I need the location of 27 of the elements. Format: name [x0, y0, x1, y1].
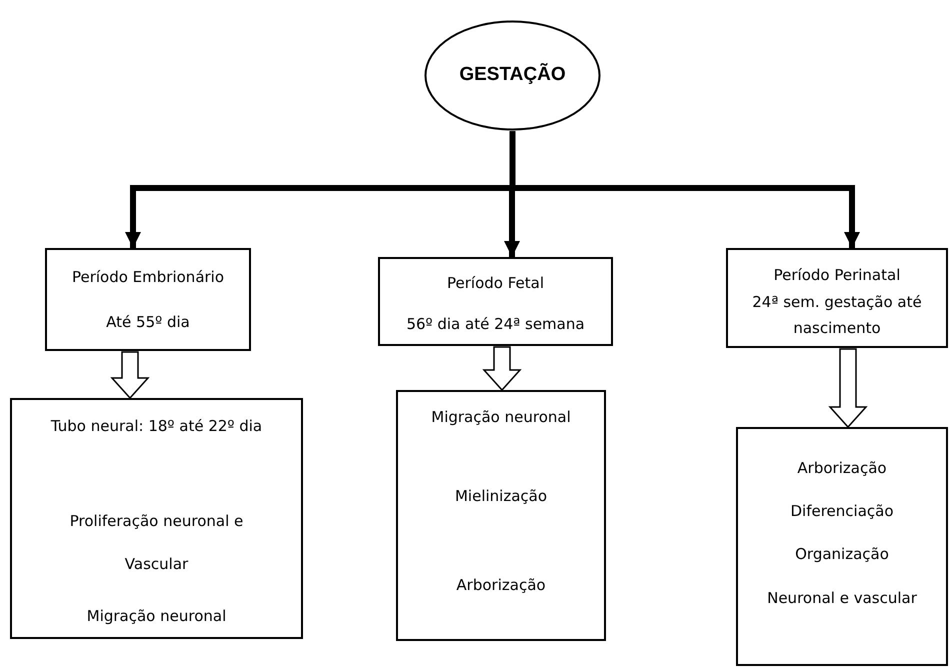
node-label: Migração neuronal: [86, 606, 226, 627]
hollow-arrow: [110, 351, 150, 400]
node-label: 56º dia até 24ª semana: [406, 314, 585, 335]
node-label: Proliferação neuronal e Vascular: [68, 511, 244, 575]
node-label: Migração neuronal: [431, 407, 571, 428]
node-label: Período Embrionário: [72, 267, 224, 288]
hollow-arrow: [828, 348, 868, 428]
period-box: [726, 248, 948, 348]
node-label: Arborização: [456, 575, 546, 596]
detail-box: [10, 398, 303, 639]
node-label: Mielinização: [454, 486, 548, 507]
hollow-arrow: [482, 346, 522, 392]
node-label: Arborização: [797, 458, 887, 479]
period-box: [378, 257, 613, 346]
node-label: Tubo neural: 18º até 22º dia: [50, 416, 262, 437]
node-label: Até 55º dia: [106, 312, 190, 333]
period-box: [45, 248, 251, 351]
title-text: GESTAÇÃO: [459, 64, 566, 86]
detail-box: [396, 390, 606, 641]
node-label: 24ª sem. gestação até nascimento: [752, 292, 922, 339]
node-label: Organização: [795, 544, 889, 565]
start-ellipse: [424, 20, 601, 131]
node-label: Neuronal e vascular: [767, 588, 917, 609]
node-label: Diferenciação: [790, 501, 894, 522]
detail-box: [736, 427, 948, 666]
node-label: Período Fetal: [447, 273, 544, 294]
node-label: Período Perinatal: [774, 265, 900, 286]
